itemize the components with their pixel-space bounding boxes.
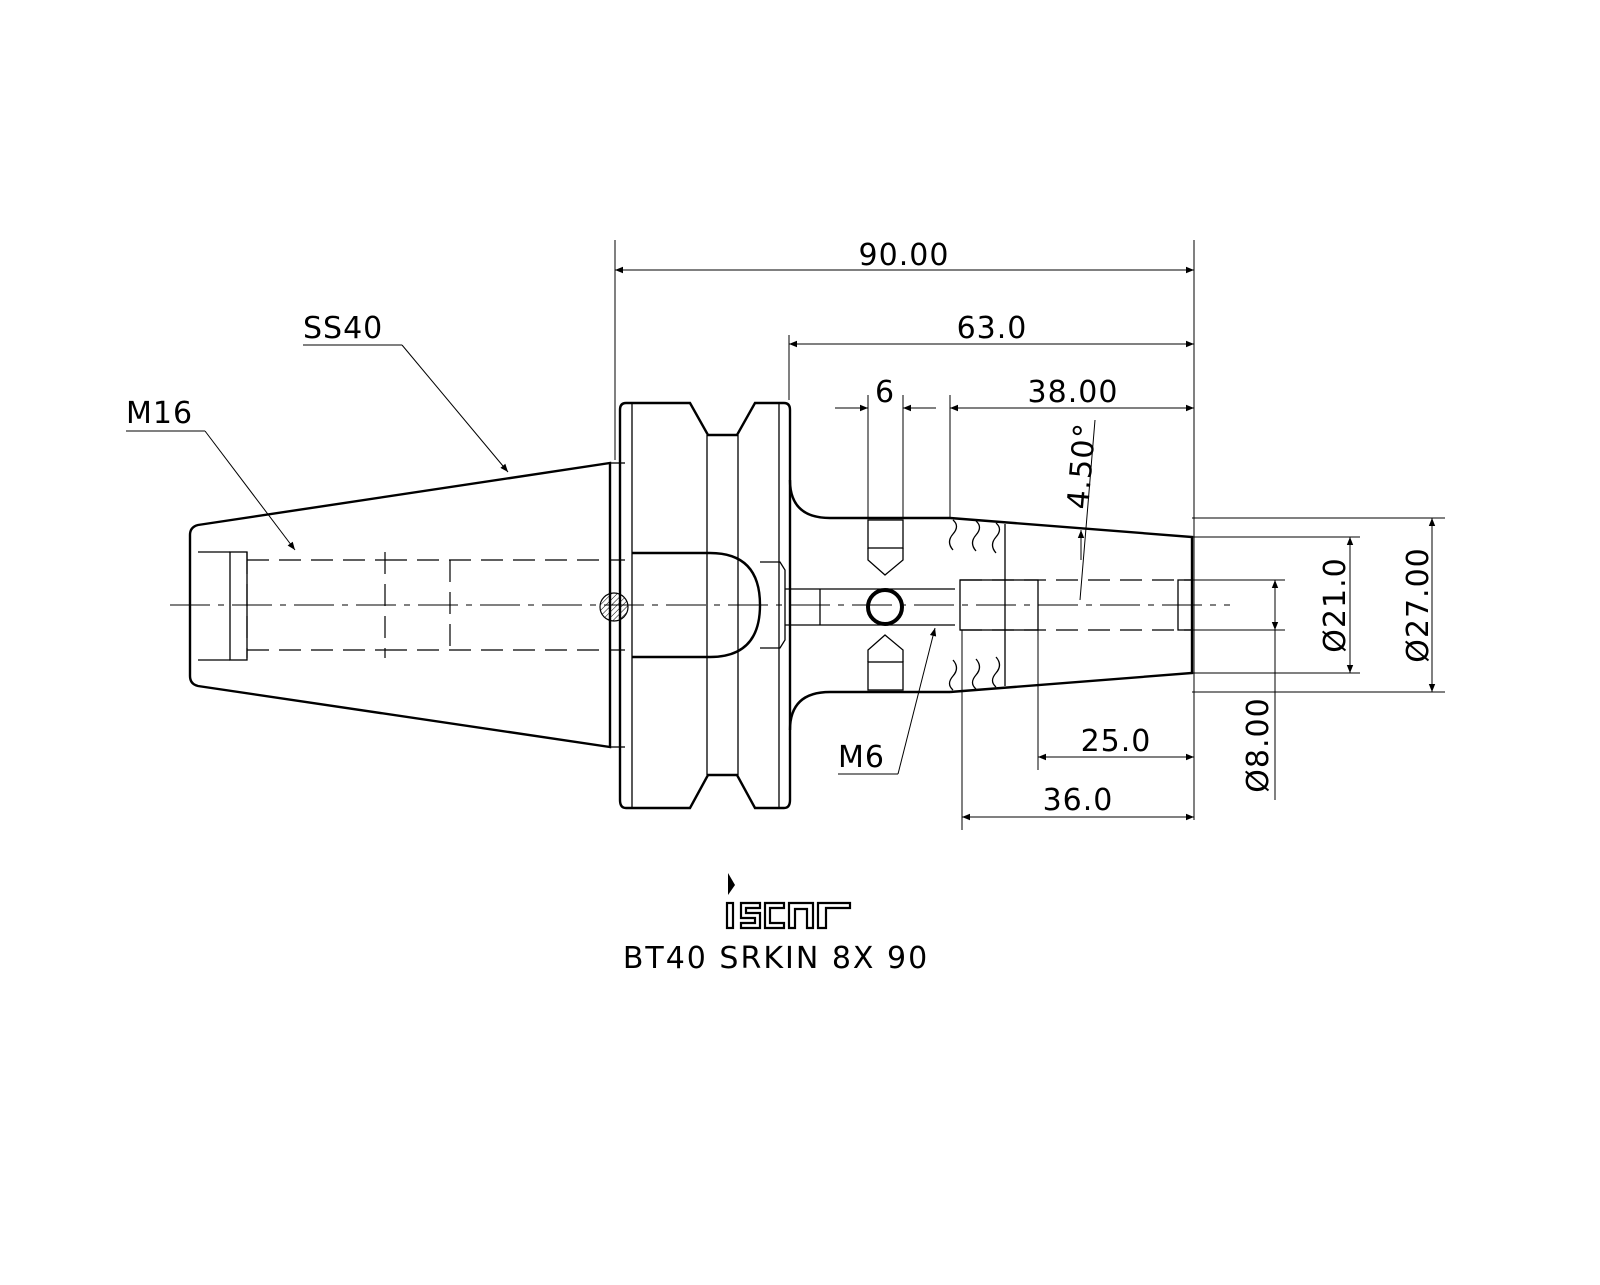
cross-hole bbox=[866, 588, 904, 626]
dim-nose-length: 38.00 bbox=[1028, 375, 1119, 410]
dim-shank-diameter: Ø8.00 bbox=[1241, 697, 1276, 792]
dim-depth-36-label: 36.0 bbox=[1043, 783, 1114, 818]
callout-ss40 bbox=[303, 344, 509, 473]
callout-ss40-label: SS40 bbox=[303, 311, 383, 346]
dim-body bbox=[788, 335, 1194, 400]
dim-body-length: 63.0 bbox=[957, 311, 1028, 346]
iscar-logo: iscar bbox=[0, 0, 852, 930]
flange bbox=[618, 401, 792, 810]
dim-depth-36 bbox=[961, 630, 1194, 830]
dim-shank-dia bbox=[1192, 579, 1285, 800]
product-code: BT40 SRKIN 8X 90 bbox=[623, 941, 929, 976]
dim-screw-spacing-label: 6 bbox=[875, 375, 895, 410]
callout-m6 bbox=[838, 627, 937, 775]
callout-m16 bbox=[126, 430, 296, 551]
shrink-nose bbox=[948, 516, 1194, 694]
dim-nose-dia bbox=[1192, 517, 1445, 693]
dim-depth-25 bbox=[1037, 630, 1194, 770]
dim-bore bbox=[1192, 536, 1360, 674]
callout-m6-label: M6 bbox=[838, 740, 885, 775]
dim-angle bbox=[1077, 419, 1096, 601]
dim-bore-diameter: Ø21.0 bbox=[1318, 557, 1353, 652]
dim-overall bbox=[614, 240, 1195, 820]
dim-screw-spacing bbox=[835, 395, 936, 518]
dim-overall-length: 90.00 bbox=[859, 238, 950, 273]
callout-m16-label: M16 bbox=[126, 396, 193, 431]
drive-key-pin bbox=[599, 592, 629, 622]
body-neck bbox=[785, 479, 955, 731]
logo-text: iscar bbox=[0, 0, 3, 1]
dim-taper-angle: 4.50° bbox=[1061, 421, 1103, 511]
dim-nose bbox=[949, 395, 1194, 518]
dim-depth-25-label: 25.0 bbox=[1081, 724, 1152, 759]
dim-nose-diameter: Ø27.00 bbox=[1401, 547, 1436, 663]
